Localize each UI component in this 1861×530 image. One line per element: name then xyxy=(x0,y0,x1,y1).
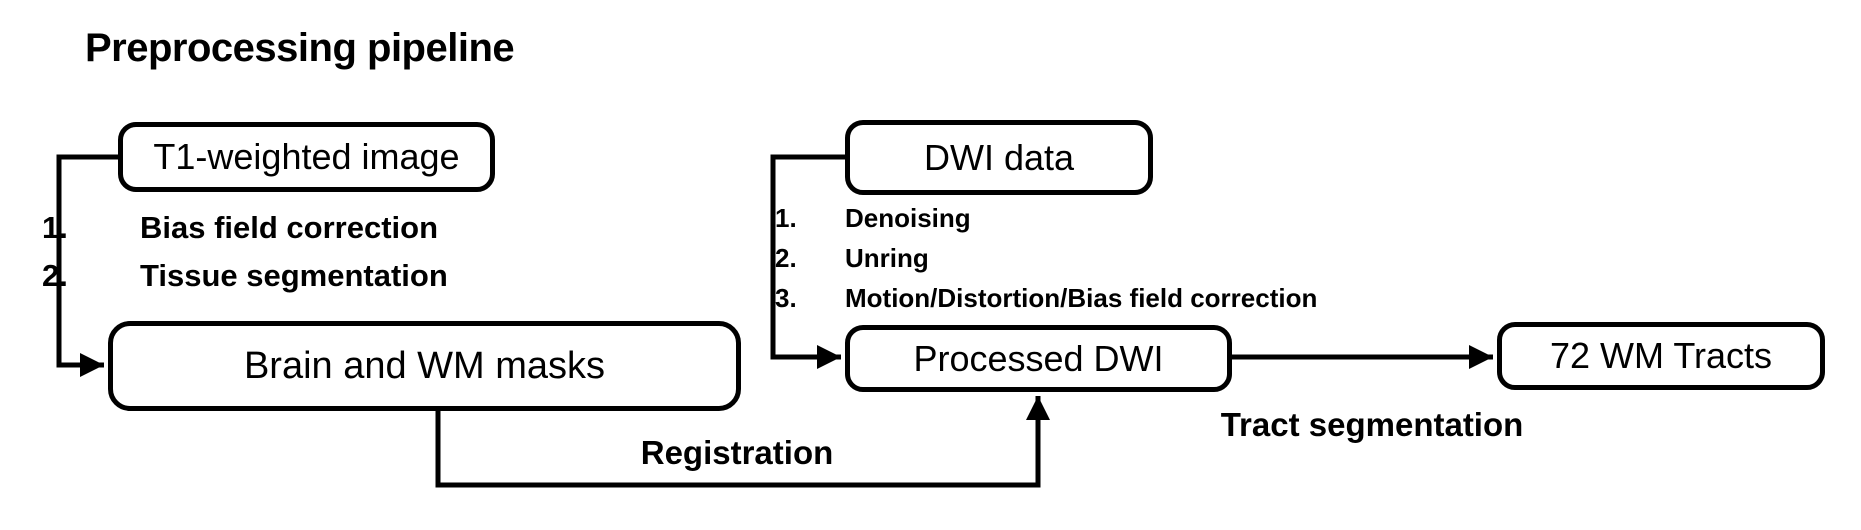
list-item-number: 3. xyxy=(775,283,797,313)
list-item-text: Tissue segmentation xyxy=(140,258,448,293)
list-item-text: Denoising xyxy=(845,203,971,233)
node-dwi-data: DWI data xyxy=(845,120,1153,195)
node-t1-weighted-image: T1-weighted image xyxy=(118,122,495,192)
node-t1-label: T1-weighted image xyxy=(153,136,460,177)
node-72-wm-tracts: 72 WM Tracts xyxy=(1497,322,1825,390)
list-item-number: 1. xyxy=(42,210,68,245)
list-item: 2. Tissue segmentation xyxy=(42,258,448,294)
list-item-number: 2. xyxy=(775,243,797,273)
list-item: 3. Motion/Distortion/Bias field correcti… xyxy=(775,283,1317,314)
edge-label-tract-segmentation: Tract segmentation xyxy=(1220,406,1524,443)
connector-t1-to-brain-masks xyxy=(56,154,122,377)
node-processed-dwi-label: Processed DWI xyxy=(913,337,1164,379)
list-item-number: 1. xyxy=(775,203,797,233)
node-dwi-label: DWI data xyxy=(923,136,1075,178)
node-72-wm-tracts-label: 72 WM Tracts xyxy=(1549,335,1773,376)
diagram-title: Preprocessing pipeline xyxy=(85,26,515,70)
node-brain-and-wm-masks: Brain and WM masks xyxy=(108,321,741,411)
connector-brain-masks-to-processed-dwi-registration xyxy=(435,396,1050,488)
list-item-text: Unring xyxy=(845,243,929,273)
list-item-number: 2. xyxy=(42,258,68,293)
edge-label-registration: Registration xyxy=(640,434,834,471)
node-processed-dwi: Processed DWI xyxy=(845,325,1232,392)
list-item-text: Motion/Distortion/Bias field correction xyxy=(845,283,1318,313)
list-item-text: Bias field correction xyxy=(140,210,439,245)
list-item: 2. Unring xyxy=(775,243,929,274)
list-item: 1. Denoising xyxy=(775,203,971,234)
list-item: 1. Bias field correction xyxy=(42,210,438,246)
node-brain-masks-label: Brain and WM masks xyxy=(243,344,606,387)
connector-dwi-to-processed-dwi xyxy=(770,154,845,369)
